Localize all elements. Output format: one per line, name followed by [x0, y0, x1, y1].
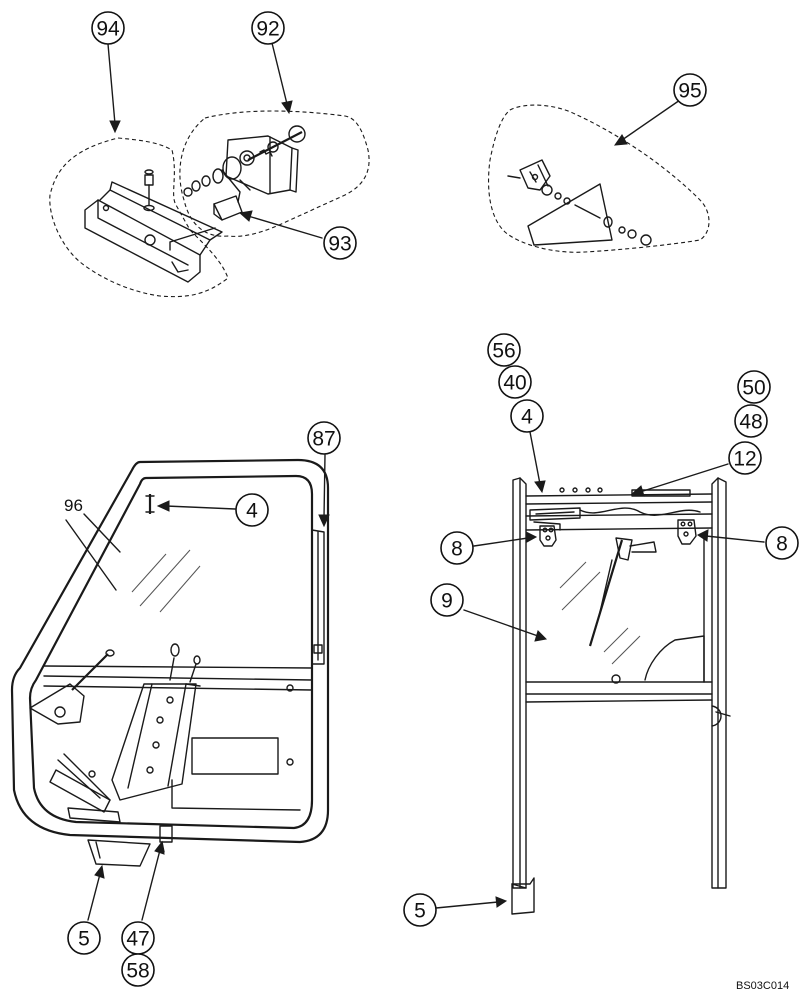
latch-detail-group — [49, 42, 370, 298]
right-glass-hatch — [559, 561, 641, 665]
right-door-assembly — [435, 431, 765, 915]
svg-text:4: 4 — [521, 406, 533, 429]
callout-8-left: 8 — [440, 531, 474, 565]
leader-93 — [247, 215, 323, 239]
svg-text:5: 5 — [78, 928, 90, 951]
leader-8-left — [473, 537, 529, 547]
callout-92: 92 — [251, 11, 285, 45]
callout-56: 56 — [487, 333, 521, 367]
callout-8-right: 8 — [765, 526, 799, 560]
svg-text:5: 5 — [414, 900, 426, 923]
svg-text:48: 48 — [739, 411, 762, 434]
latch-mechanism — [169, 125, 306, 251]
svg-text:40: 40 — [503, 372, 526, 395]
leader-4-right — [529, 431, 541, 485]
leader-95 — [621, 99, 681, 141]
drawing-code: BS03C014 — [736, 980, 789, 992]
label-96: 96 — [64, 496, 83, 515]
callout-58: 58 — [121, 953, 155, 987]
callout-5-left: 5 — [67, 921, 101, 955]
latch-dashed-outline — [49, 137, 229, 298]
callout-93: 93 — [323, 226, 357, 260]
leader-5-right — [435, 901, 499, 909]
right-latch-handle — [529, 507, 581, 531]
callout-4-left: 4 — [235, 493, 269, 527]
wiper — [588, 537, 657, 647]
callout-48: 48 — [734, 404, 768, 438]
callout-87: 87 — [307, 421, 341, 455]
leader-8-right — [705, 535, 765, 543]
svg-text:4: 4 — [246, 500, 258, 523]
latch-assembly-dashed-outline — [179, 110, 370, 237]
control-panel — [29, 643, 313, 823]
svg-text:56: 56 — [492, 340, 515, 363]
svg-text:8: 8 — [776, 533, 788, 556]
right-door-right-post — [711, 477, 727, 889]
svg-text:9: 9 — [441, 590, 453, 613]
bracket-detail-group — [488, 99, 710, 253]
leader-9 — [463, 609, 539, 637]
callout-47: 47 — [121, 921, 155, 955]
svg-text:92: 92 — [256, 18, 279, 41]
svg-text:94: 94 — [96, 18, 120, 41]
latch-handle-base — [84, 181, 223, 283]
svg-text:87: 87 — [312, 428, 335, 451]
left-door-outer-frame — [10, 458, 330, 844]
left-clip-4 — [145, 494, 155, 514]
left-door-inner-frame — [28, 474, 314, 830]
left-glass-hatch — [131, 549, 201, 613]
right-hinge-left — [539, 525, 557, 547]
callout-12: 12 — [728, 441, 762, 475]
svg-text:58: 58 — [126, 960, 149, 983]
callout-40: 40 — [498, 365, 532, 399]
callout-94: 94 — [91, 11, 125, 45]
leader-96 — [83, 513, 121, 553]
svg-text:95: 95 — [678, 80, 701, 103]
svg-text:8: 8 — [451, 538, 463, 561]
callout-9: 9 — [430, 583, 464, 617]
right-door-left-post — [512, 477, 527, 889]
leader-47 — [141, 849, 161, 921]
callout-5-right: 5 — [403, 893, 437, 927]
bracket-dashed-outline — [488, 104, 710, 253]
left-door-assembly — [10, 454, 330, 921]
leader-87 — [323, 454, 326, 519]
callout-4-right: 4 — [510, 399, 544, 433]
svg-text:12: 12 — [733, 448, 756, 471]
leader-12 — [639, 463, 729, 493]
svg-text:93: 93 — [328, 233, 351, 256]
callout-50: 50 — [737, 370, 771, 404]
svg-text:47: 47 — [126, 928, 149, 951]
leader-92 — [271, 42, 288, 105]
svg-text:50: 50 — [742, 377, 765, 400]
callout-95: 95 — [673, 73, 707, 107]
leader-94 — [107, 43, 116, 125]
leader-5-left — [87, 873, 101, 921]
latch-screw — [143, 169, 155, 212]
right-hinge-right — [677, 519, 697, 545]
leader-4-left — [165, 505, 236, 510]
